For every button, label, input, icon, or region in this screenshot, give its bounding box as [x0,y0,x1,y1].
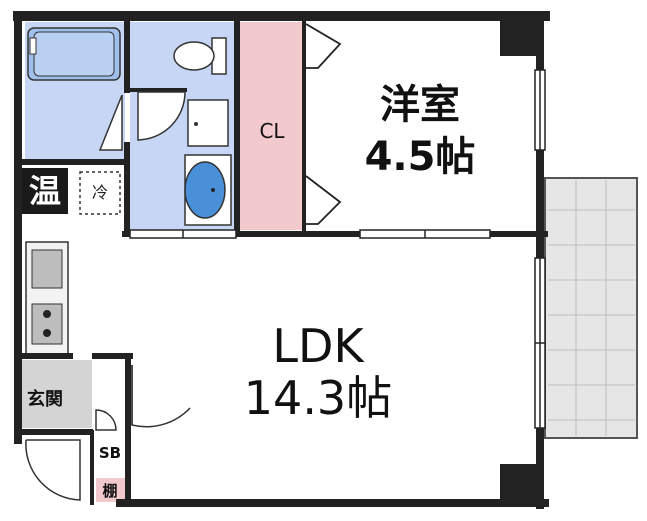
western-room-name: 洋室 [380,82,460,128]
ldk-size: 14.3帖 [244,371,392,425]
water-heater-box [22,168,68,214]
front-door [25,439,81,501]
ldk-door [131,365,191,428]
shoe-box-label: SB [99,444,121,462]
bathtub [27,27,121,81]
door-swings [25,91,191,501]
fridge-space [79,171,121,215]
corner-post-bottom [500,464,544,506]
shelf-floor [96,478,126,502]
shelf-label: 棚 [102,482,117,500]
windows [534,69,546,429]
fridge-label: 冷 [92,183,108,202]
bathroom-door [98,94,123,151]
ldk-name: LDK [272,319,365,373]
balcony-floor [544,177,638,439]
closet-doors [305,23,342,225]
closet-label: CL [259,119,285,143]
sink [31,249,63,289]
water-heater-label: 温 [29,172,61,210]
entrance-label: 玄関 [27,388,63,410]
washroom-door [137,91,186,141]
corner-post-top [500,16,544,56]
balcony [544,177,638,439]
toilet [173,37,227,75]
entrance-floor [22,360,92,428]
burner-1 [43,310,51,318]
sliding-doors [129,229,491,239]
kitchen-counter [25,241,69,355]
washbasin [184,154,232,226]
western-room-size: 4.5帖 [365,134,476,180]
closet-floor [240,22,302,230]
shoe-box-door [95,409,117,431]
burner-2 [43,329,51,337]
washing-machine-space [187,99,229,147]
